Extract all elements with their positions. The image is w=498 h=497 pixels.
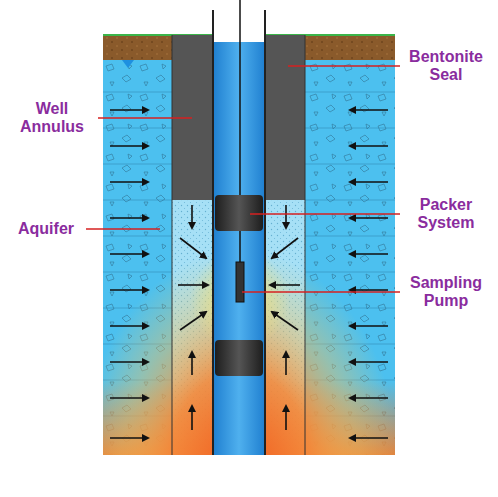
callout-label: Packer System: [400, 196, 492, 232]
callout-label: Aquifer: [6, 220, 86, 238]
callout-label: Bentonite Seal: [400, 48, 492, 84]
callout-label: Sampling Pump: [400, 274, 492, 310]
callout-label: Well Annulus: [6, 100, 98, 136]
